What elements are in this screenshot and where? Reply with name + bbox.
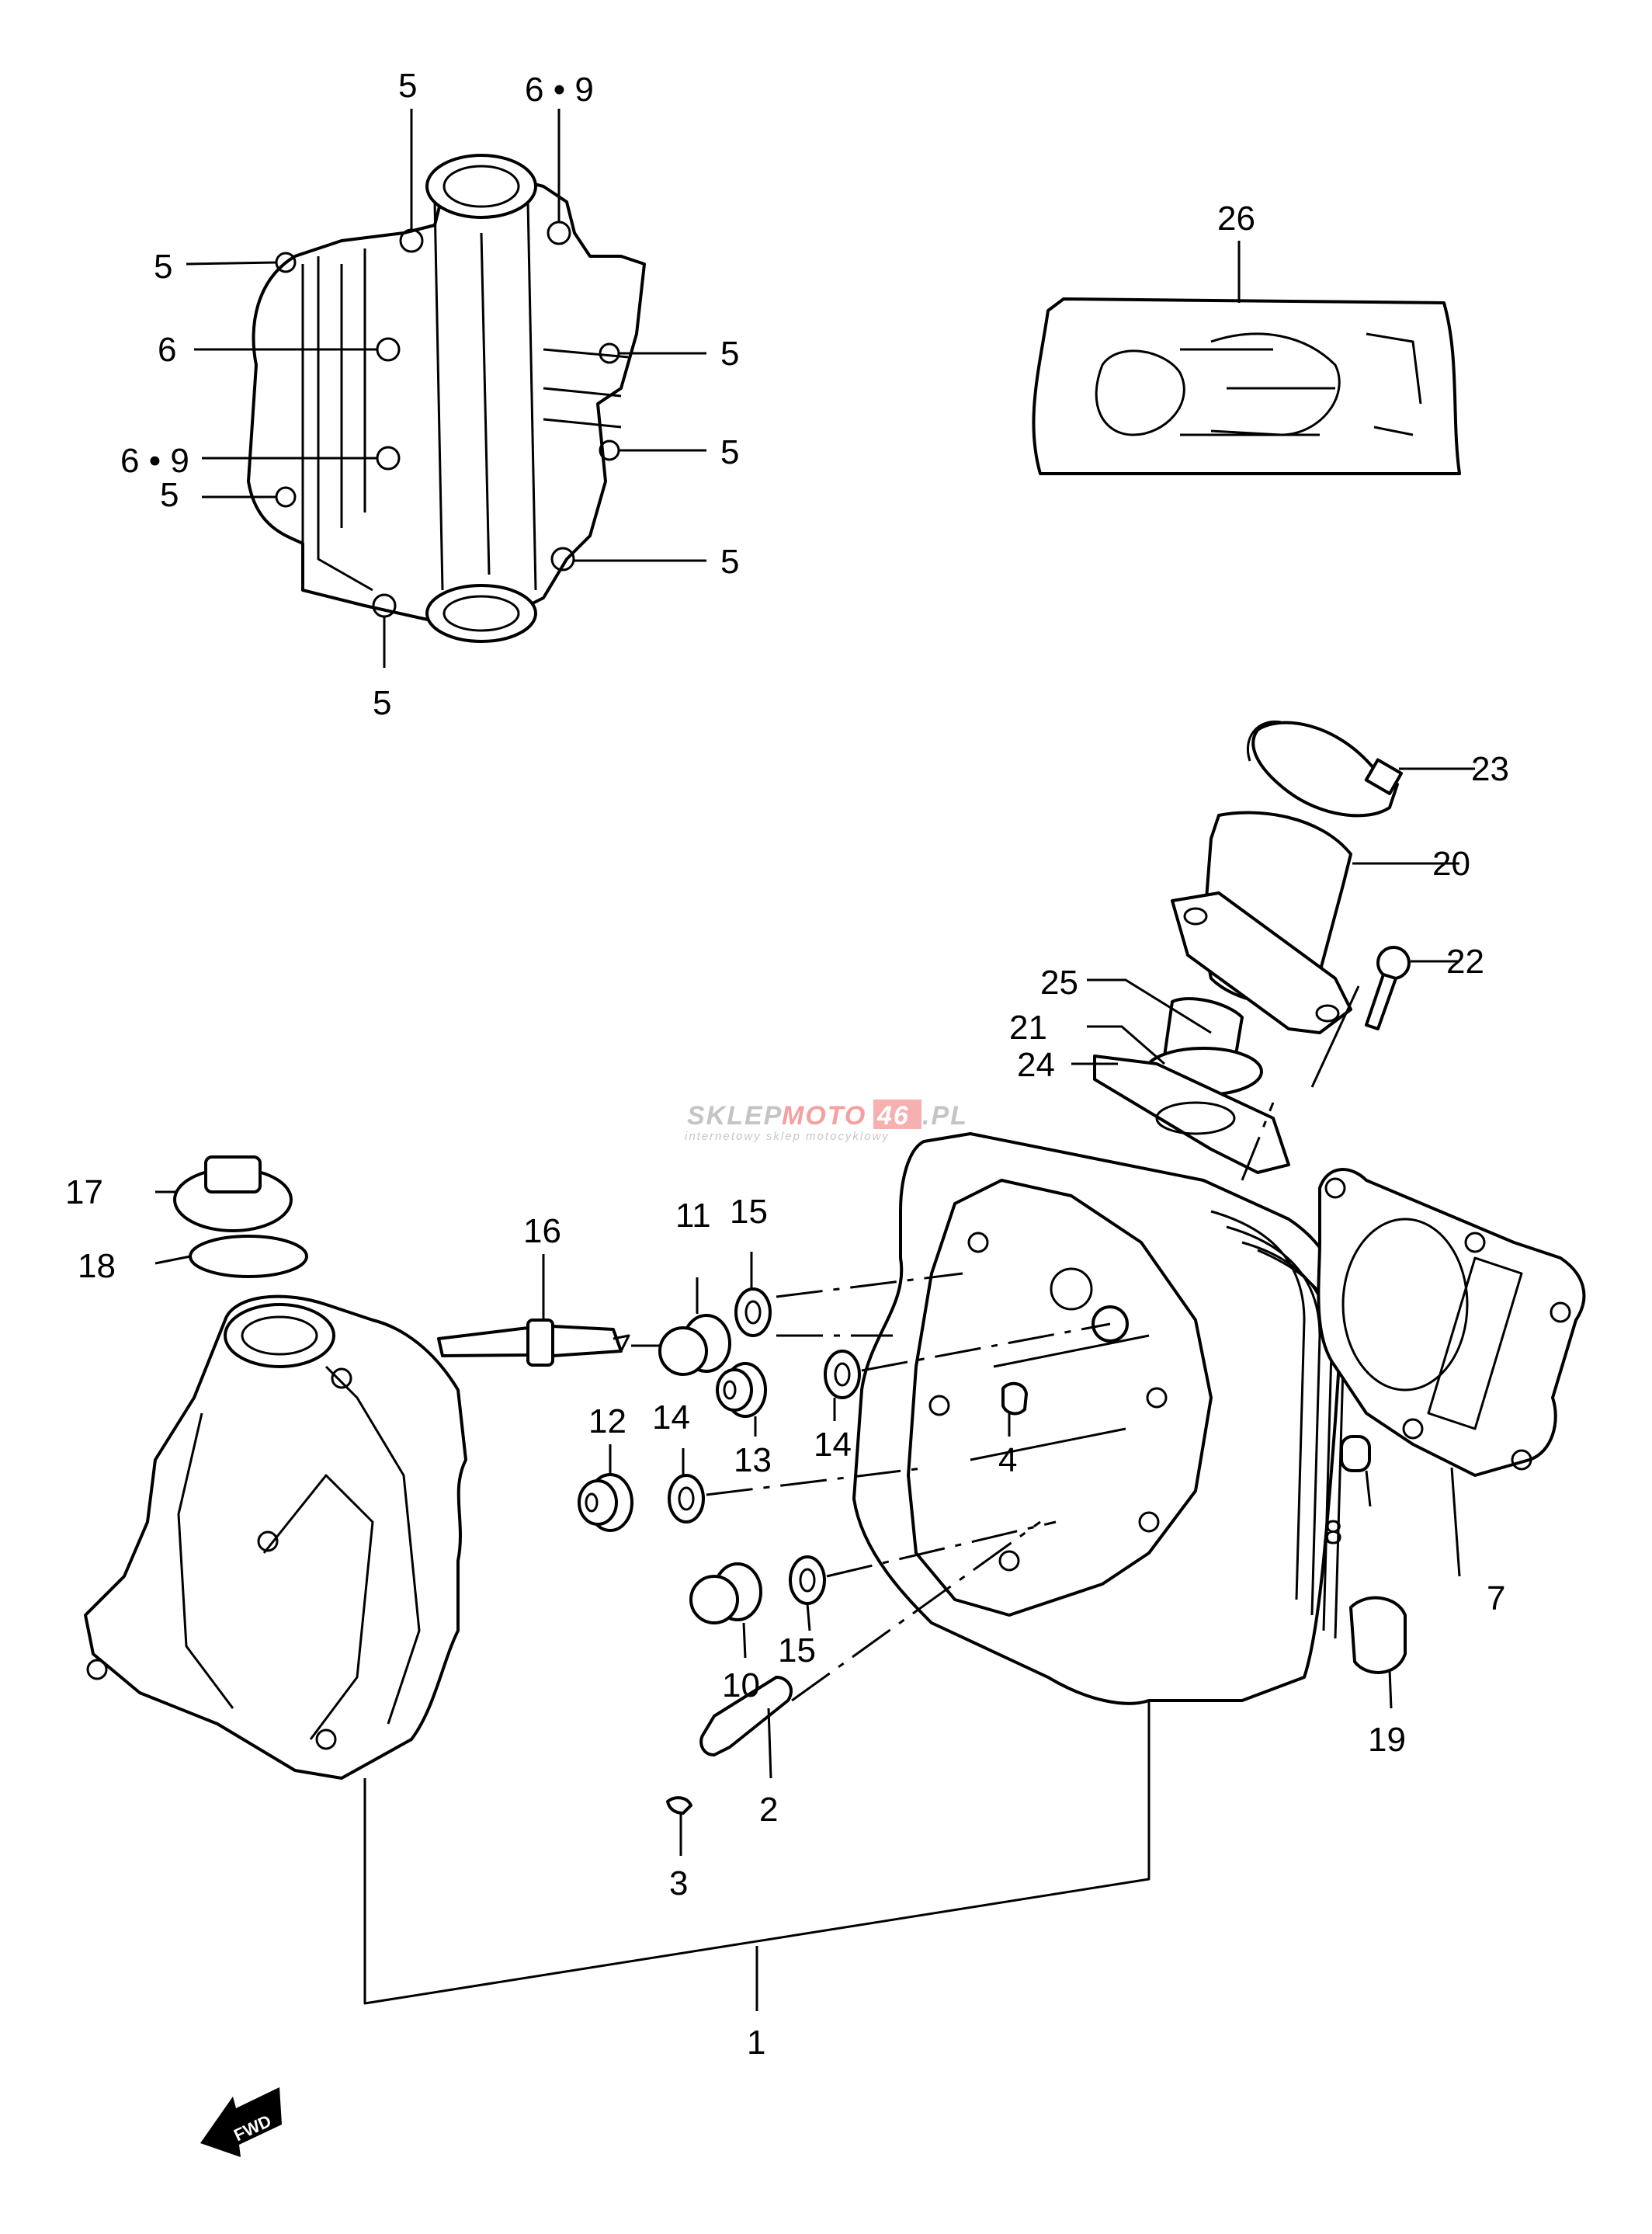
callout-13: 13 xyxy=(734,1441,772,1479)
callout-17: 17 xyxy=(65,1173,103,1211)
washer-15-top xyxy=(734,1287,772,1337)
callout-14: 14 xyxy=(814,1426,852,1464)
callout-labels: 5 6 • 9 5 6 5 6 • 9 5 5 5 5 26 23 20 22 … xyxy=(65,67,1509,2062)
callout-20: 20 xyxy=(1432,845,1470,883)
callout-5: 5 xyxy=(720,543,739,581)
callout-2: 2 xyxy=(759,1791,778,1829)
callout-19: 19 xyxy=(1368,1721,1406,1759)
callout-15: 15 xyxy=(778,1631,816,1669)
dowel-pin-8 xyxy=(1340,1435,1371,1472)
callout-leaders-top xyxy=(186,109,706,668)
callout-5: 5 xyxy=(160,476,179,514)
o-ring-18 xyxy=(189,1235,308,1278)
callout-24: 24 xyxy=(1017,1046,1055,1084)
callout-21: 21 xyxy=(1009,1009,1047,1047)
callout-11: 11 xyxy=(675,1197,711,1235)
callout-6-9: 6 • 9 xyxy=(525,71,594,109)
watermark-46: 46 xyxy=(876,1101,910,1131)
plug-cap-19 xyxy=(1349,1596,1407,1674)
callout-4: 4 xyxy=(998,1441,1017,1479)
cap-nut-10 xyxy=(689,1562,762,1624)
nut-13 xyxy=(716,1362,767,1418)
callout-7: 7 xyxy=(1487,1579,1505,1617)
watermark-sklep: SKLEP xyxy=(687,1101,783,1131)
callout-10: 10 xyxy=(722,1666,760,1704)
watermark-tagline: internetowy sklep motocyklowy xyxy=(685,1130,890,1143)
alignment-lines xyxy=(706,1102,1275,1702)
callout-16: 16 xyxy=(523,1212,561,1250)
cap-nut-11 xyxy=(658,1314,731,1376)
callout-23: 23 xyxy=(1471,750,1509,788)
callout-leaders-right-top xyxy=(1071,767,1475,1088)
callout-5: 5 xyxy=(720,335,739,373)
callout-26: 26 xyxy=(1217,200,1255,238)
washer-14-right xyxy=(824,1350,861,1399)
watermark: SKLEP MOTO 46 .PL internetowy sklep moto… xyxy=(685,1100,968,1143)
bolt-22 xyxy=(1365,946,1411,1030)
watermark-moto: MOTO xyxy=(782,1101,866,1131)
callout-18: 18 xyxy=(78,1247,116,1285)
filler-cap-17 xyxy=(173,1155,293,1232)
watermark-pl: .PL xyxy=(922,1101,968,1131)
callout-leaders-lower xyxy=(154,1190,1461,2011)
callout-14: 14 xyxy=(652,1398,690,1437)
callout-5: 5 xyxy=(398,67,417,105)
callout-5: 5 xyxy=(154,248,172,286)
nut-12 xyxy=(578,1473,633,1532)
callout-3: 3 xyxy=(669,1864,688,1902)
watermark-46-box xyxy=(873,1100,921,1129)
fwd-arrow-icon: FWD xyxy=(200,2087,282,2157)
callout-6-9: 6 • 9 xyxy=(120,442,189,480)
valve-guide-2 xyxy=(699,1676,793,1756)
washer-14-left xyxy=(668,1474,705,1523)
head-cover-top-view xyxy=(247,154,646,643)
callout-8: 8 xyxy=(1324,1513,1342,1551)
callout-6: 6 xyxy=(158,331,176,369)
callout-25: 25 xyxy=(1040,964,1078,1002)
head-cover xyxy=(84,1294,467,1780)
callout-15: 15 xyxy=(730,1193,768,1231)
callout-5: 5 xyxy=(373,684,391,722)
callout-1: 1 xyxy=(747,2024,765,2062)
washer-15-bottom xyxy=(789,1555,826,1605)
intake-pipe xyxy=(1171,811,1352,1034)
spark-plug-16 xyxy=(437,1319,630,1367)
cylinder-gasket xyxy=(1317,1168,1586,1477)
intake-clamp xyxy=(1246,720,1404,818)
callout-12: 12 xyxy=(588,1402,626,1440)
callout-5: 5 xyxy=(720,433,739,471)
circlip-3 xyxy=(666,1796,692,1815)
callout-22: 22 xyxy=(1446,943,1484,981)
gasket-set-bag xyxy=(1032,297,1461,475)
cylinder-head xyxy=(852,1132,1345,1705)
gasket-24 xyxy=(1093,1054,1290,1174)
